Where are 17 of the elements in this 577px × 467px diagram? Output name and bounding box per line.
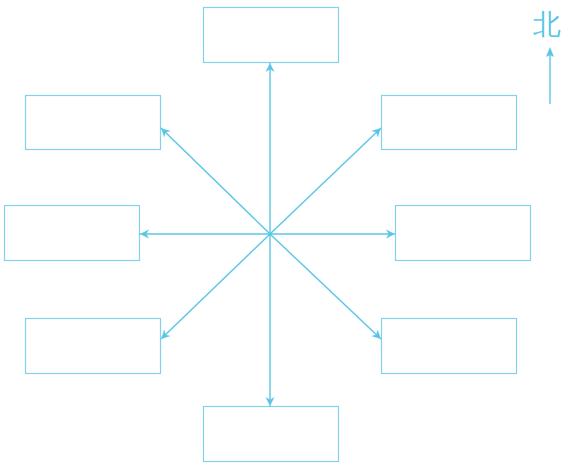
answer-box bbox=[203, 7, 339, 63]
arrow bbox=[160, 234, 270, 340]
arrow bbox=[266, 63, 274, 234]
arrow bbox=[270, 128, 382, 234]
answer-box bbox=[381, 95, 517, 150]
direction-label: 北 bbox=[533, 11, 561, 39]
answer-box bbox=[381, 318, 517, 374]
answer-box bbox=[25, 95, 161, 150]
arrow bbox=[266, 234, 274, 406]
answer-box bbox=[203, 406, 339, 462]
arrow bbox=[160, 128, 270, 234]
arrow bbox=[270, 230, 395, 238]
arrow bbox=[140, 230, 270, 238]
answer-box bbox=[25, 318, 161, 374]
answer-box bbox=[4, 205, 140, 261]
answer-box bbox=[395, 205, 531, 261]
arrow bbox=[270, 234, 382, 340]
